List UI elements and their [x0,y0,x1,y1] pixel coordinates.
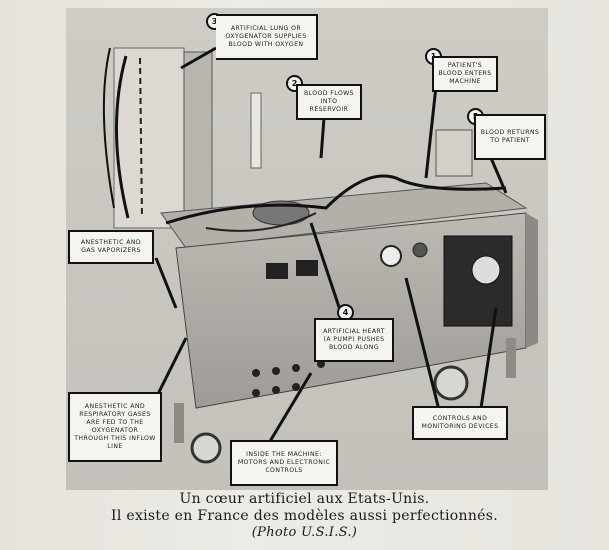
callout-blood-returns: Blood returns to patient [474,114,546,160]
caption-line-2: Il existe en France des modèles aussi pe… [111,508,498,524]
callout-motors: Inside the machine: motors and electroni… [230,440,338,486]
callout-blood-enters: Patient's blood enters machine [432,56,498,92]
callout-artificial-heart: Artificial heart (a pump) pushes blood a… [314,318,394,362]
callout-reservoir: Blood flows into reservoir [296,84,362,120]
heart-lung-machine-photo: 3 Artificial lung or oxygenator supplies… [66,8,548,490]
caption-line-1: Un cœur artificiel aux Etats-Unis. [179,491,430,507]
callout-oxygenator: Artificial lung or oxygenator supplies b… [216,14,318,60]
photo-credit: (Photo U.S.I.S.) [251,525,358,540]
callout-vaporizers: Anesthetic and gas vaporizers [68,230,154,264]
callout-4-number: 4 [337,304,354,321]
callout-respiratory-gases: Anesthetic and respiratory gases are fed… [68,392,162,462]
callout-controls: Controls and monitoring devices [412,406,508,440]
